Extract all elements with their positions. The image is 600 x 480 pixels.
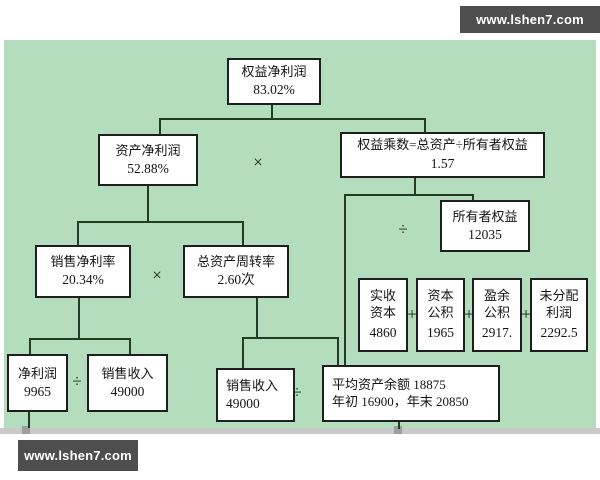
- node-label: 销售净利率: [50, 254, 116, 270]
- node-value: 49000: [110, 383, 145, 399]
- node-label-line1: 平均资产余额 18875: [332, 376, 446, 392]
- connector-top-horizontal: [159, 118, 426, 120]
- node-label: 资产净利润: [115, 142, 181, 158]
- node-label-line2: 年初 16900，年末 20850: [332, 393, 469, 409]
- times-operator: ×: [152, 265, 162, 285]
- connector-roa-horizontal: [77, 221, 244, 223]
- node-value: 52.88%: [127, 160, 169, 176]
- node-value: 2917.: [481, 325, 513, 341]
- node-label: 销售收入: [226, 377, 279, 393]
- node-owners-equity: 所有者权益 12035: [440, 200, 530, 252]
- node-paid-in-capital: 实收资本 4860: [358, 278, 408, 352]
- connector-roa-down: [147, 186, 149, 223]
- watermark-top-right: www.lshen7.com: [460, 6, 600, 33]
- node-label: 未分配利润: [539, 288, 579, 321]
- watermark-bottom-left: www.lshen7.com: [18, 440, 138, 471]
- node-value: 2292.5: [540, 325, 578, 341]
- connector-to-multiplier: [424, 118, 426, 133]
- node-label: 资本公积: [427, 288, 454, 321]
- watermark-text: www.lshen7.com: [476, 12, 584, 27]
- connector-roe-down: [271, 105, 273, 120]
- node-value: 83.02%: [253, 82, 295, 98]
- divide-operator: ÷: [398, 219, 408, 239]
- node-label: 盈余公积: [483, 288, 510, 321]
- plus-operator: +: [464, 304, 474, 324]
- node-value: 20.34%: [62, 272, 104, 288]
- node-net-profit-margin: 销售净利率 20.34%: [35, 245, 131, 298]
- plus-operator: +: [407, 304, 417, 324]
- watermark-text: www.lshen7.com: [24, 448, 132, 463]
- node-return-on-assets: 资产净利润 52.88%: [98, 134, 198, 186]
- connector-multiplier-horizontal: [344, 194, 474, 196]
- node-label: 权益净利润: [241, 64, 307, 80]
- node-average-assets: 平均资产余额 18875 年初 16900，年末 20850: [322, 365, 500, 422]
- node-label: 总资产周转率: [196, 254, 275, 270]
- node-capital-reserve: 资本公积 1965: [416, 278, 465, 352]
- connector-to-npm: [77, 221, 79, 245]
- node-value: 4860: [369, 325, 397, 341]
- plus-operator: +: [521, 304, 531, 324]
- node-asset-turnover: 总资产周转率 2.60次: [183, 245, 289, 298]
- node-value: 2.60次: [217, 272, 255, 288]
- node-value: 1.57: [430, 156, 455, 172]
- node-equity-multiplier: 权益乘数=总资产÷所有者权益 1.57: [340, 132, 545, 178]
- connector-to-net-profit: [29, 338, 31, 355]
- connector-npm-down: [78, 298, 80, 340]
- node-label: 销售收入: [101, 365, 154, 381]
- times-operator: ×: [253, 152, 263, 172]
- node-value: 12035: [468, 226, 502, 242]
- node-value: 49000: [226, 395, 260, 411]
- connector-npm-horizontal: [29, 338, 131, 340]
- divide-operator: ÷: [72, 371, 82, 391]
- resize-handle: [22, 426, 30, 434]
- node-sales-revenue-1: 销售收入 49000: [87, 354, 168, 412]
- node-label: 所有者权益: [452, 208, 518, 224]
- bottom-border-band: [0, 428, 600, 434]
- divide-operator: ÷: [292, 382, 302, 402]
- connector-to-roa: [159, 118, 161, 135]
- node-return-on-equity: 权益净利润 83.02%: [227, 58, 321, 105]
- connector-to-avg-assets: [337, 337, 339, 365]
- connector-multiplier-down: [414, 178, 416, 196]
- node-label: 权益乘数=总资产÷所有者权益: [357, 137, 528, 153]
- connector-total-assets-down: [344, 194, 346, 365]
- node-label: 净利润: [17, 365, 57, 381]
- connector-to-sales1: [129, 338, 131, 355]
- node-sales-revenue-2: 销售收入 49000: [216, 368, 295, 422]
- node-surplus-reserve: 盈余公积 2917.: [472, 278, 522, 352]
- node-label: 实收资本: [369, 288, 396, 321]
- connector-net-profit-stub: [28, 412, 30, 428]
- resize-handle: [394, 426, 402, 434]
- connector-turnover-down: [256, 298, 258, 339]
- connector-to-turnover: [242, 221, 244, 245]
- node-retained-profit: 未分配利润 2292.5: [530, 278, 588, 352]
- connector-to-equity: [472, 194, 474, 202]
- connector-turnover-horizontal: [242, 337, 339, 339]
- node-value: 1965: [427, 325, 454, 341]
- connector-to-sales2: [242, 337, 244, 368]
- connector-avg-assets-stub: [398, 422, 400, 429]
- node-value: 9965: [24, 383, 51, 399]
- node-net-profit: 净利润 9965: [7, 354, 68, 412]
